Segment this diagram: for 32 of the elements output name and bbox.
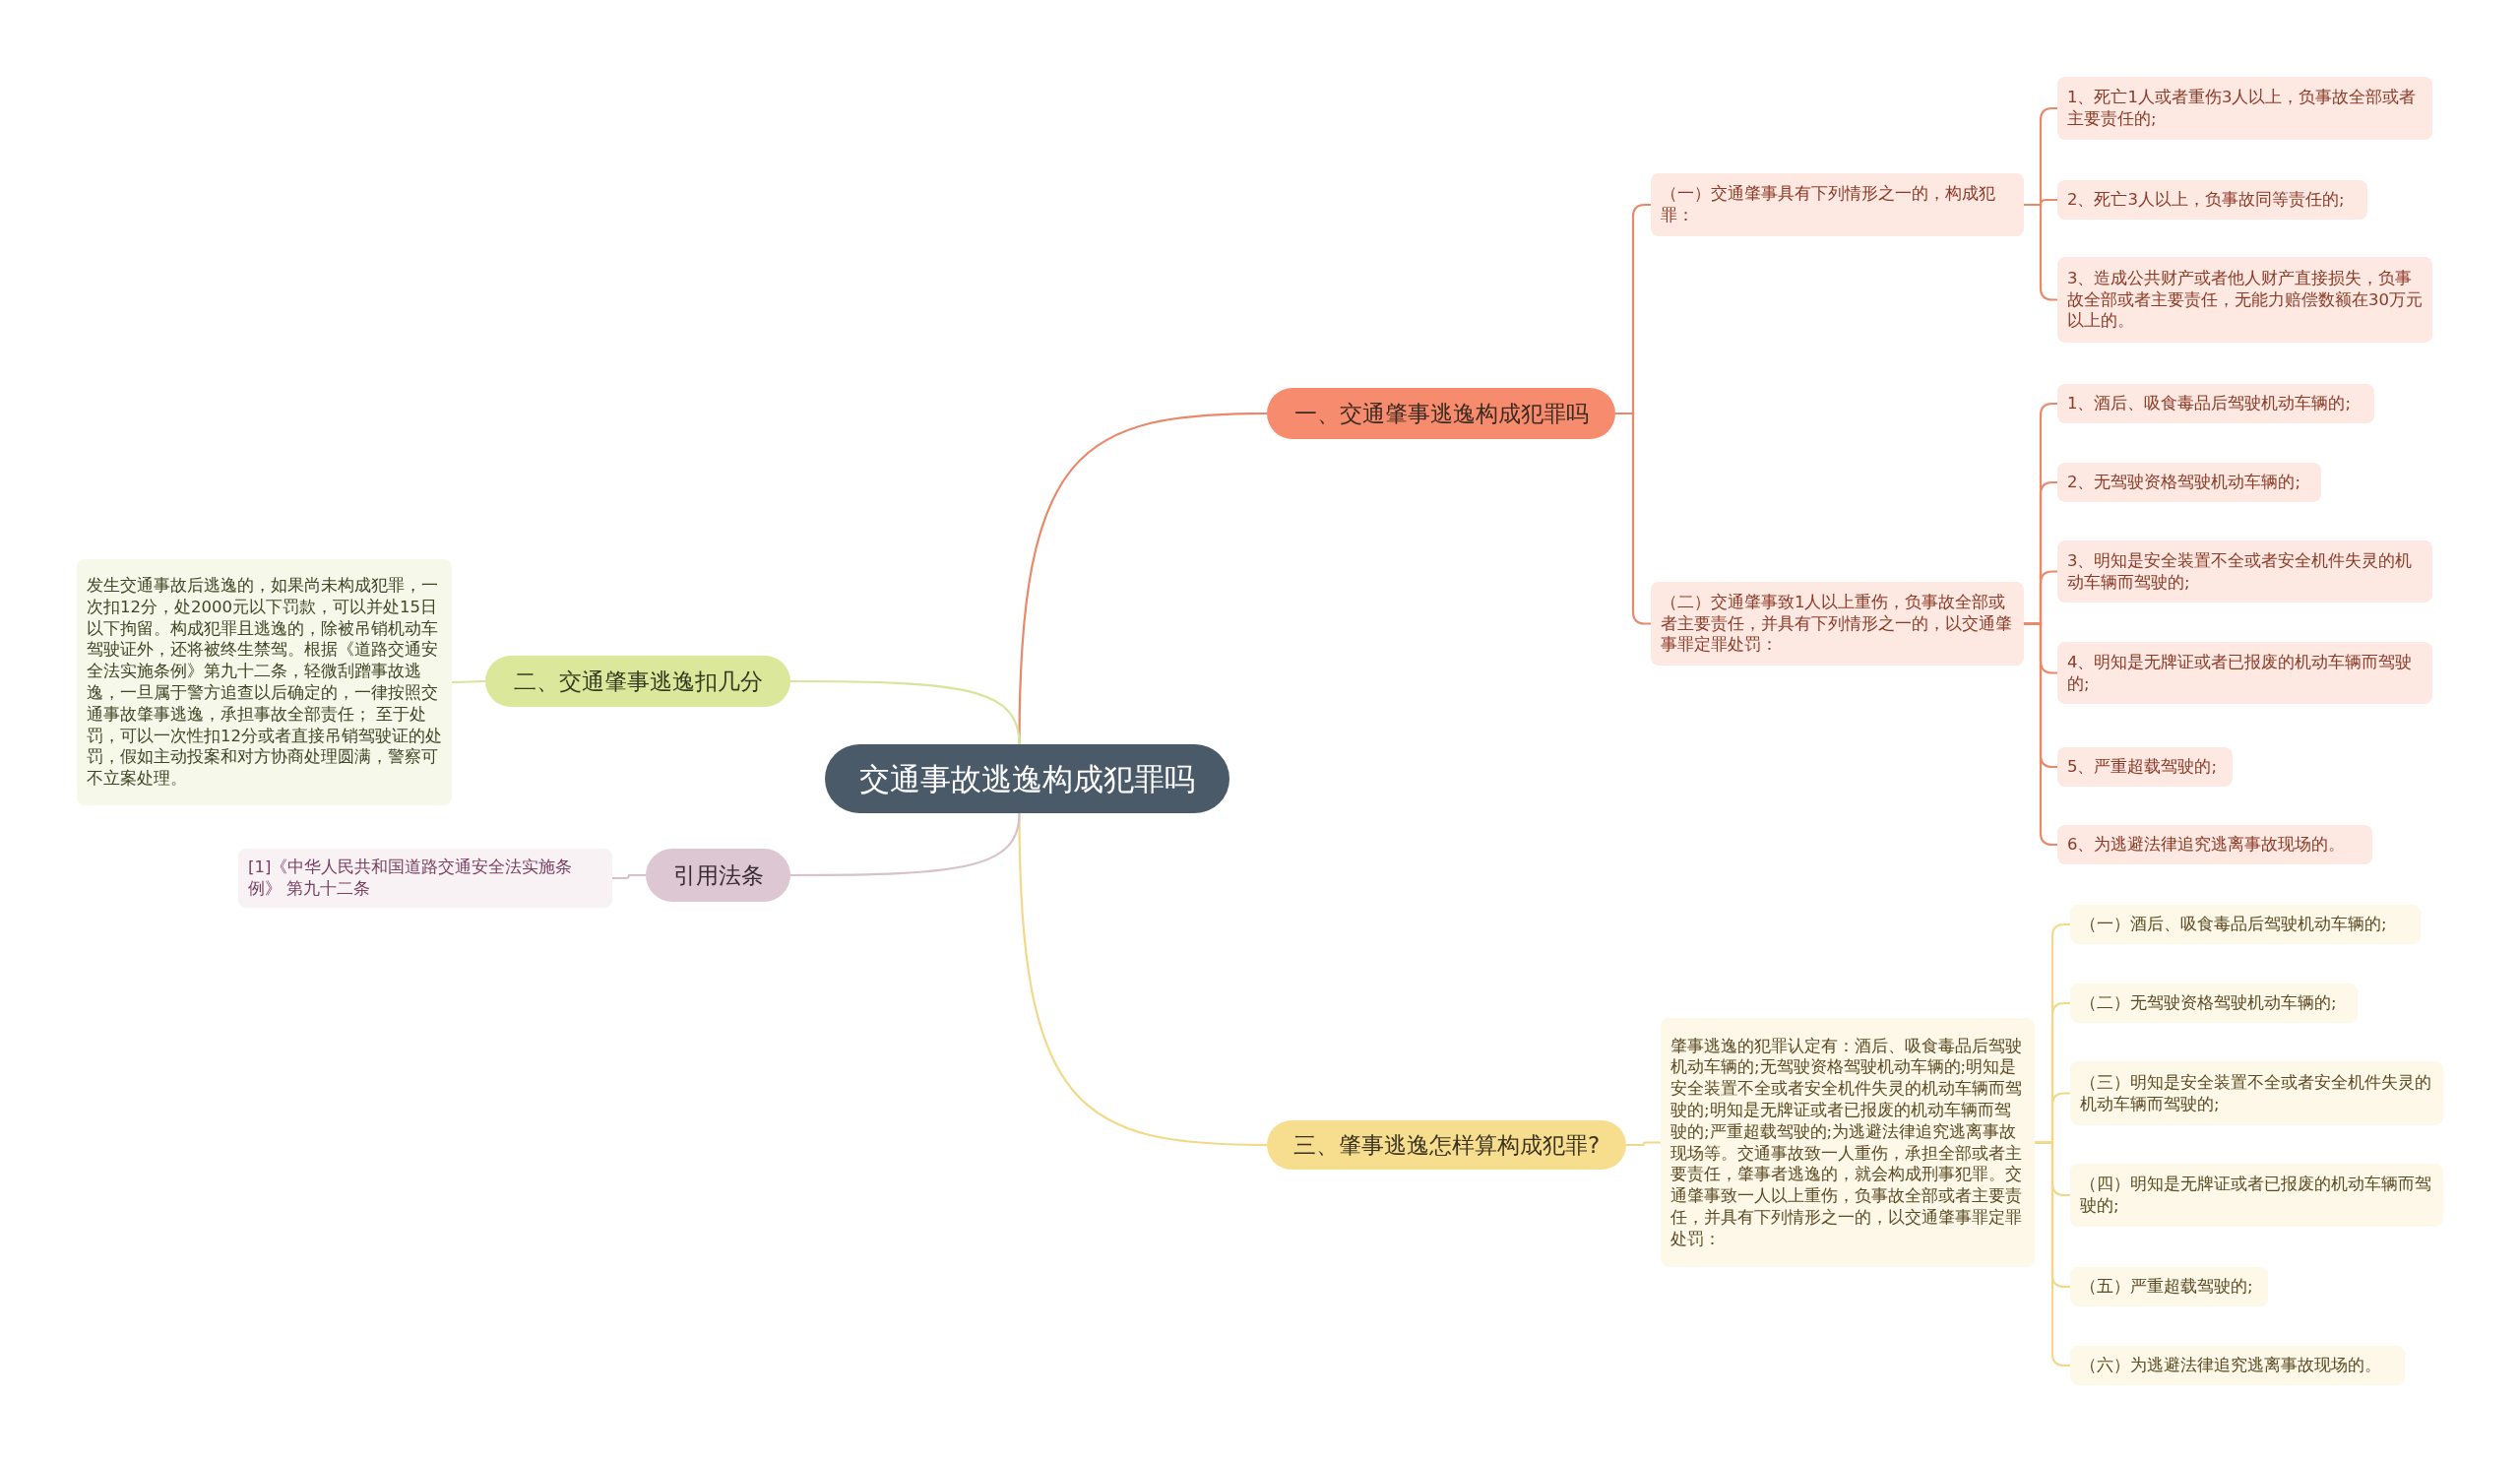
connector-line	[1626, 1141, 1661, 1147]
branch-topic: 三、肇事逃逸怎样算构成犯罪?	[1267, 1120, 1626, 1170]
topic-box: （一）酒后、吸食毒品后驾驶机动车辆的;	[2070, 905, 2421, 944]
topic-box: 2、无驾驶资格驾驶机动车辆的;	[2057, 463, 2321, 502]
branch-topic: 引用法条	[646, 849, 790, 902]
connector-line	[1018, 412, 1268, 745]
central-topic: 交通事故逃逸构成犯罪吗	[825, 744, 1229, 813]
topic-box: 肇事逃逸的犯罪认定有：酒后、吸食毒品后驾驶机动车辆的;无驾驶资格驾驶机动车辆的;明知是安全装置不全或者安全机件失灵的机动车辆而驾驶的;明知是无牌证或者已报废的机动车辆而驾驶的;严重超载驾驶的;为逃避法律追究逃离事故现场等。交通事故致一人重伤，承担全部或者主要责任，肇事者逃逸的，就会构成刑事犯罪。交通肇事致一人以上重伤，负事故全部或者主要责任，并具有下列情形之一的，以交通肇事罪定罪处罚：	[1661, 1018, 2035, 1267]
topic-box: [1]《中华人民共和国道路交通安全法实施条例》 第九十二条	[238, 849, 612, 908]
topic-box: （三）明知是安全装置不全或者安全机件失灵的机动车辆而驾驶的;	[2070, 1061, 2443, 1125]
connector-line	[1018, 812, 1268, 1147]
connector-line	[612, 873, 646, 880]
branch-topic: 一、交通肇事逃逸构成犯罪吗	[1267, 388, 1615, 439]
branch-topic: 二、交通肇事逃逸扣几分	[485, 656, 790, 707]
topic-box: （二）交通肇事致1人以上重伤，负事故全部或者主要责任，并具有下列情形之一的，以交通肇事罪定罪处罚：	[1651, 582, 2024, 666]
topic-box: 3、造成公共财产或者他人财产直接损失，负事故全部或者主要责任，无能力赔偿数额在30万元以上的。	[2057, 257, 2432, 343]
topic-box: （一）交通肇事具有下列情形之一的，构成犯罪：	[1651, 173, 2024, 236]
topic-box: 5、严重超载驾驶的;	[2057, 747, 2233, 787]
topic-box: （六）为逃避法律追究逃离事故现场的。	[2070, 1346, 2405, 1385]
topic-box: 6、为逃避法律追究逃离事故现场的。	[2057, 825, 2372, 864]
topic-box: （二）无驾驶资格驾驶机动车辆的;	[2070, 984, 2358, 1023]
connector-line	[790, 679, 1021, 745]
connector-line	[790, 812, 1021, 877]
topic-box: 1、酒后、吸食毒品后驾驶机动车辆的;	[2057, 384, 2374, 423]
topic-box: 3、明知是安全装置不全或者安全机件失灵的机动车辆而驾驶的;	[2057, 540, 2432, 603]
connector-line	[451, 679, 486, 684]
topic-box: 1、死亡1人或者重伤3人以上，负事故全部或者主要责任的;	[2057, 77, 2432, 140]
topic-box: 2、死亡3人以上，负事故同等责任的;	[2057, 180, 2367, 220]
topic-box: 发生交通事故后逃逸的，如果尚未构成犯罪，一次扣12分，处2000元以下罚款，可以并处15日以下拘留。构成犯罪且逃逸的，除被吊销机动车驾驶证外，还将被终生禁驾。根据《道路交通安全法实施条例》第九十二条，轻微刮蹭事故逃逸，一旦属于警方追查以后确定的，一律按照交通事故肇事逃逸，承担事故全部责任； 至于处罚，可以一次性扣12分或者直接吊销驾驶证的处罚，假如主动投案和对方协商处理圆满，警察可不立案处理。	[77, 559, 452, 805]
topic-box: （四）明知是无牌证或者已报废的机动车辆而驾驶的;	[2070, 1164, 2443, 1227]
topic-box: 4、明知是无牌证或者已报废的机动车辆而驾驶的;	[2057, 642, 2432, 704]
topic-box: （五）严重超载驾驶的;	[2070, 1267, 2268, 1306]
